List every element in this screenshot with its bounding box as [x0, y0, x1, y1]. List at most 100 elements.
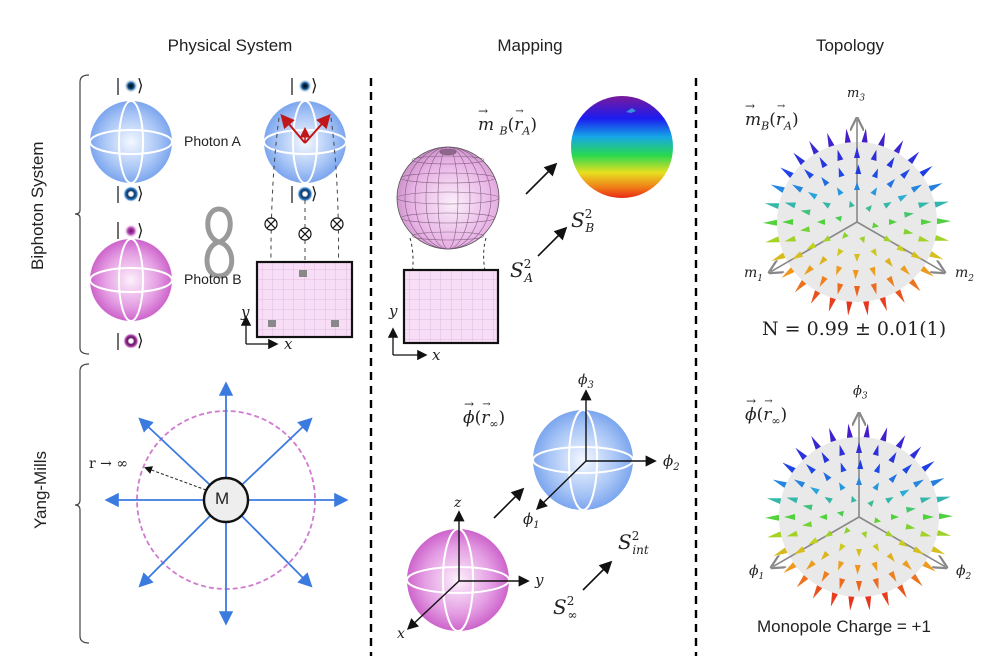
hedgehog-arrow [844, 128, 851, 143]
hedgehog-arrow [937, 218, 951, 225]
hedgehog-arrow [912, 479, 924, 488]
ket-gaussian-pink-top [117, 222, 138, 239]
hedgehog-arrow [855, 164, 862, 175]
hedgehog-arrow [886, 178, 896, 188]
mapping-field-phi-rinf: →ϕ(→r∞) [463, 397, 506, 431]
photon-a-measured-sphere [263, 100, 347, 184]
hedgehog-arrow [872, 482, 879, 491]
hedgehog-arrow [784, 235, 796, 242]
hedgehog-arrow [782, 462, 796, 473]
photon-b-label: Photon B [184, 271, 242, 287]
photon-a-bloch-sphere [89, 100, 173, 184]
label-s2-infinity: S2∞ [553, 594, 578, 622]
hedgehog-arrow [822, 235, 831, 242]
hedgehog-arrow [872, 444, 879, 456]
r-to-infinity-label: r → ∞ [89, 456, 128, 472]
hedgehog-arrow [888, 473, 898, 483]
hedgehog-arrow [854, 182, 860, 190]
hedgehog-arrow [808, 192, 818, 200]
hedgehog-arrow [786, 530, 798, 537]
hedgehog-arrow [771, 252, 786, 261]
ket-close-5: ⟩ [311, 76, 318, 95]
hedgehog-arrow [881, 591, 889, 607]
hedgehog-arrow [863, 423, 870, 438]
hedgehog-arrow [867, 500, 874, 507]
hedgehog-arrow [784, 202, 796, 209]
hedgehog-arrow [806, 560, 816, 570]
hedgehog-arrow [846, 423, 853, 438]
hedgehog-arrow [824, 530, 833, 537]
hedgehog-arrow [939, 513, 953, 520]
hedgehog-arrow [895, 435, 906, 449]
hedgehog-arrow [934, 201, 949, 208]
hedgehog-arrow [796, 575, 809, 588]
hedgehog-arrow [873, 463, 880, 474]
hedgehog-arrow [884, 257, 893, 267]
mapping-phi3-label: ϕ3 [578, 372, 594, 391]
mapping-arrow-bottom [493, 487, 525, 519]
hedgehog-arrow [889, 219, 897, 225]
hedgehog-arrow [839, 482, 846, 491]
hedgehog-arrow [763, 219, 777, 226]
hedgehog-arrow [819, 157, 828, 169]
hedgehog-arrow [872, 578, 879, 590]
hedgehog-arrow [837, 283, 844, 295]
hedgehog-arrow [808, 537, 819, 545]
hedgehog-arrow [809, 141, 819, 155]
hedgehog-arrow [838, 167, 845, 178]
topology-phi3-label: ϕ3 [853, 384, 868, 402]
mapping-pixel-grid [402, 268, 500, 345]
hedgehog-arrow [903, 228, 914, 235]
hedgehog-arrow [907, 151, 920, 164]
hedgehog-arrow [888, 570, 897, 582]
hedgehog-arrow [819, 514, 827, 520]
hedgehog-arrow [822, 202, 831, 209]
hedgehog-arrow [930, 478, 945, 487]
hedgehog-arrow [781, 267, 795, 278]
hedgehog-arrow [834, 215, 842, 222]
topology-field-mb-ra: →mB(→rA) [745, 99, 799, 133]
hedgehog-arrow [929, 251, 944, 260]
hedgehog-arrow [804, 169, 814, 179]
ket-close-2: ⟩ [137, 184, 144, 203]
physical-axis-x-label: x [284, 335, 293, 353]
topology-phi2-label: ϕ2 [956, 563, 972, 582]
hedgehog-arrow [844, 527, 851, 534]
hedgehog-arrow [854, 147, 860, 158]
hedgehog-arrow [794, 479, 806, 488]
entanglement-infinity-icon [204, 206, 235, 279]
hedgehog-arrow [794, 546, 806, 555]
hedgehog-arrow [861, 531, 867, 539]
hedgehog-arrow [842, 232, 849, 239]
mapping-phi2-label: ϕ2 [663, 452, 680, 473]
topology-bottom-hedgehog [765, 415, 953, 611]
hedgehog-arrow [820, 551, 830, 561]
hedgehog-arrow [906, 506, 916, 513]
hedgehog-arrow [870, 248, 877, 257]
radius-arrow [144, 466, 207, 491]
hedgehog-arrow [837, 187, 844, 196]
sphere-s2-int-blue [532, 389, 657, 511]
hedgehog-arrow [773, 547, 788, 556]
hedgehog-arrow [920, 530, 932, 537]
hedgehog-arrow [899, 489, 910, 497]
column-title-physical-system: Physical System [167, 36, 293, 55]
ket-close-4: ⟩ [137, 331, 144, 350]
hedgehog-arrow [802, 504, 813, 511]
sphere-s2b-rainbow [571, 96, 673, 198]
mapping-axis-y-label: y [389, 302, 398, 320]
hedgehog-arrow [829, 427, 837, 443]
mapping-field-mb-ra: → m B(→rA) [478, 104, 537, 138]
hedgehog-arrow [856, 477, 862, 485]
hedgehog-arrow [859, 236, 865, 244]
hedgehog-arrow [921, 219, 932, 225]
hedgehog-arrow [792, 184, 804, 193]
tensor-product-symbols [264, 217, 344, 241]
mapping-phi1-label: ϕ1 [523, 510, 540, 531]
hedgehog-arrow [865, 205, 872, 212]
ket-ring-pink-bottom [117, 333, 139, 350]
hedgehog-arrow [904, 211, 914, 218]
hedgehog-arrow [848, 596, 855, 611]
hedgehog-arrow [886, 552, 895, 562]
